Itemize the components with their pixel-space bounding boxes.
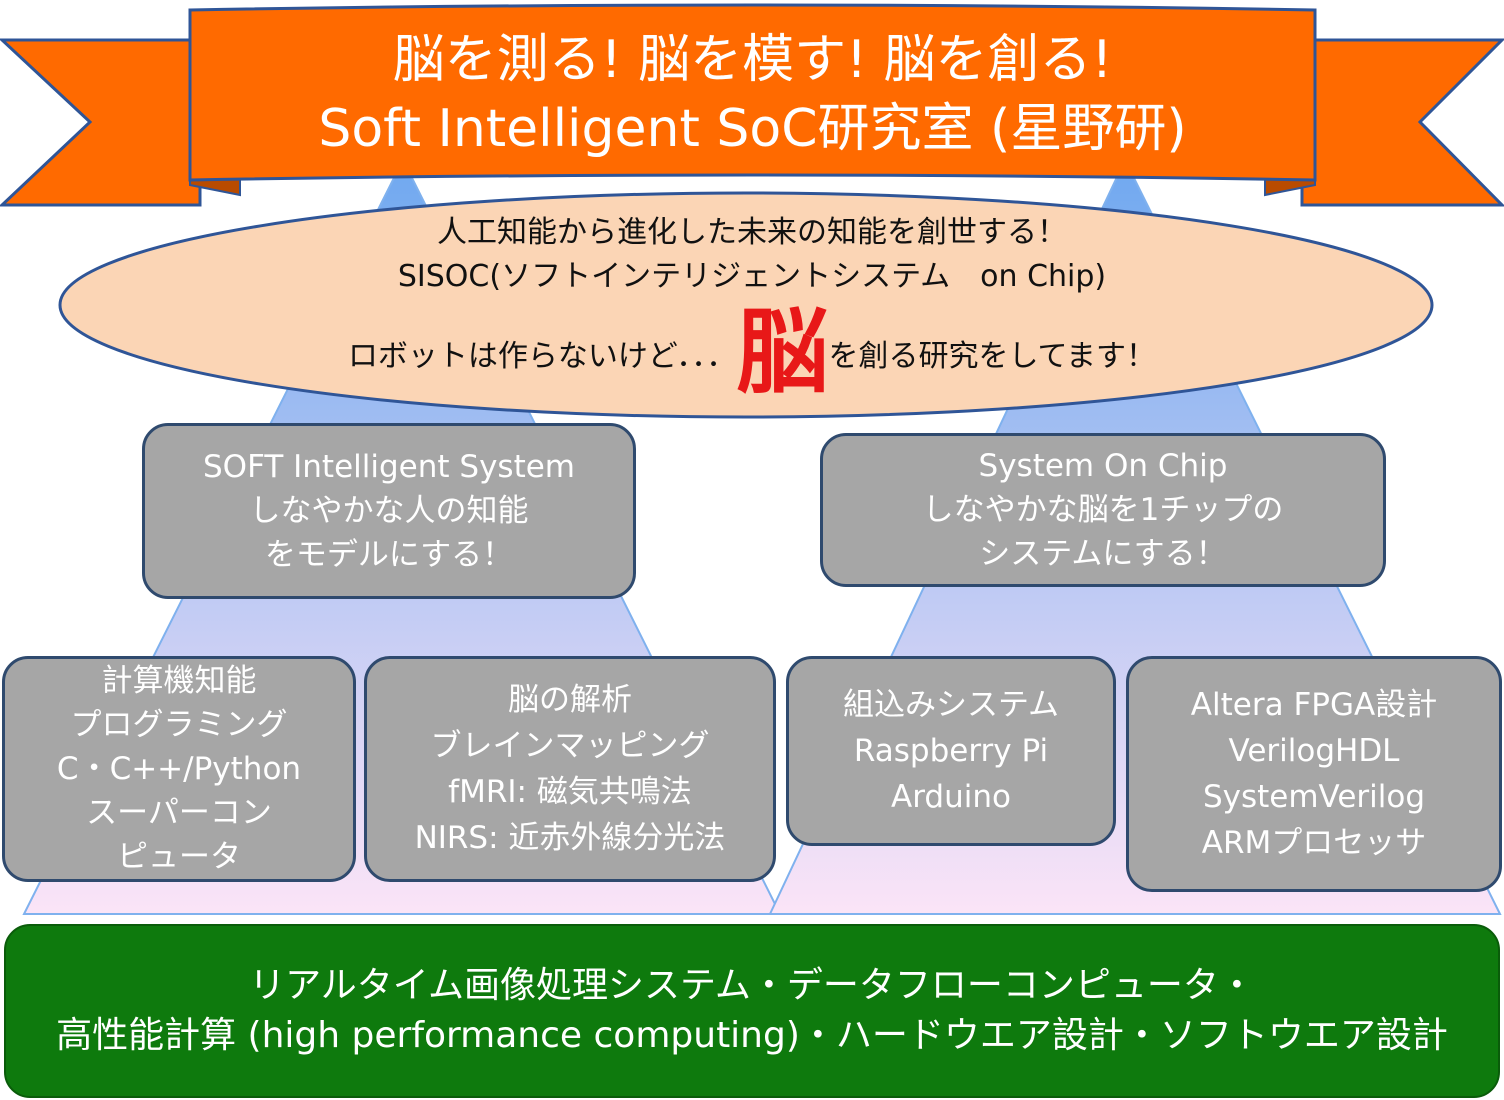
box-line: System On Chip — [978, 448, 1228, 484]
ellipse-line-3-after: を創る研究をしてます！ — [828, 339, 1157, 374]
box-line: C・C++/Python — [56, 751, 302, 787]
fpga-design-box: Altera FPGA設計 VerilogHDL SystemVerilog A… — [1126, 656, 1502, 892]
soft-intelligent-system-box: SOFT Intelligent System しなやかな人の知能 をモデルにす… — [142, 423, 636, 599]
box-line: システムにする！ — [979, 536, 1227, 572]
banner-line-1: 脳を測る! 脳を模す! 脳を創る! — [392, 30, 1113, 90]
box-line: をモデルにする！ — [264, 537, 514, 573]
banner-line-2: Soft Intelligent SoC研究室 (星野研) — [318, 99, 1187, 159]
box-line: ブレインマッピング — [430, 728, 710, 764]
box-line: Arduino — [891, 779, 1011, 815]
ellipse-line-3: ロボットは作らないけど．．．脳を創る研究をしてます！ — [0, 298, 1504, 408]
box-line: ピュータ — [117, 839, 241, 875]
box-line: VerilogHDL — [1228, 733, 1400, 769]
box-line: Raspberry Pi — [853, 733, 1049, 769]
brain-analysis-box: 脳の解析 ブレインマッピング fMRI: 磁気共鳴法 NIRS: 近赤外線分光法 — [364, 656, 776, 882]
box-line: SystemVerilog — [1202, 779, 1426, 815]
box-line: 脳の解析 — [508, 682, 632, 718]
brain-highlight: 脳 — [736, 299, 829, 406]
foundation-bar: リアルタイム画像処理システム・データフローコンピュータ・ 高性能計算 (high… — [4, 924, 1500, 1098]
box-line: プログラミング — [70, 707, 288, 743]
ellipse-line-3-before: ロボットは作らないけど．．． — [347, 339, 737, 374]
computer-intelligence-box: 計算機知能 プログラミング C・C++/Python スーパーコン ピュータ — [2, 656, 356, 882]
foundation-line-1: リアルタイム画像処理システム・データフローコンピュータ・ — [249, 965, 1255, 1006]
ellipse-line-2: SISOC(ソフトインテリジェントシステム on Chip) — [397, 259, 1107, 294]
box-line: Altera FPGA設計 — [1190, 687, 1438, 723]
box-line: fMRI: 磁気共鳴法 — [448, 774, 692, 810]
box-line: ARMプロセッサ — [1201, 825, 1427, 861]
vision-ellipse — [58, 191, 1434, 419]
box-line: しなやかな人の知能 — [249, 493, 529, 529]
system-on-chip-box: System On Chip しなやかな脳を1チップの システムにする！ — [820, 433, 1386, 587]
embedded-system-box: 組込みシステム Raspberry Pi Arduino — [786, 656, 1116, 846]
box-line: しなやかな脳を1チップの — [922, 492, 1284, 528]
foundation-line-2: 高性能計算 (high performance computing)・ハードウエ… — [56, 1015, 1448, 1056]
box-line: スーパーコン — [86, 795, 272, 831]
box-line: 組込みシステム — [842, 687, 1060, 723]
box-line: NIRS: 近赤外線分光法 — [414, 820, 726, 856]
banner-left-tail — [0, 38, 202, 207]
box-line: SOFT Intelligent System — [202, 449, 575, 485]
banner-right-tail — [1300, 38, 1504, 207]
box-line: 計算機知能 — [101, 663, 257, 699]
banner-main — [188, 3, 1317, 182]
ellipse-line-1: 人工知能から進化した未来の知能を創世する！ — [437, 215, 1067, 250]
